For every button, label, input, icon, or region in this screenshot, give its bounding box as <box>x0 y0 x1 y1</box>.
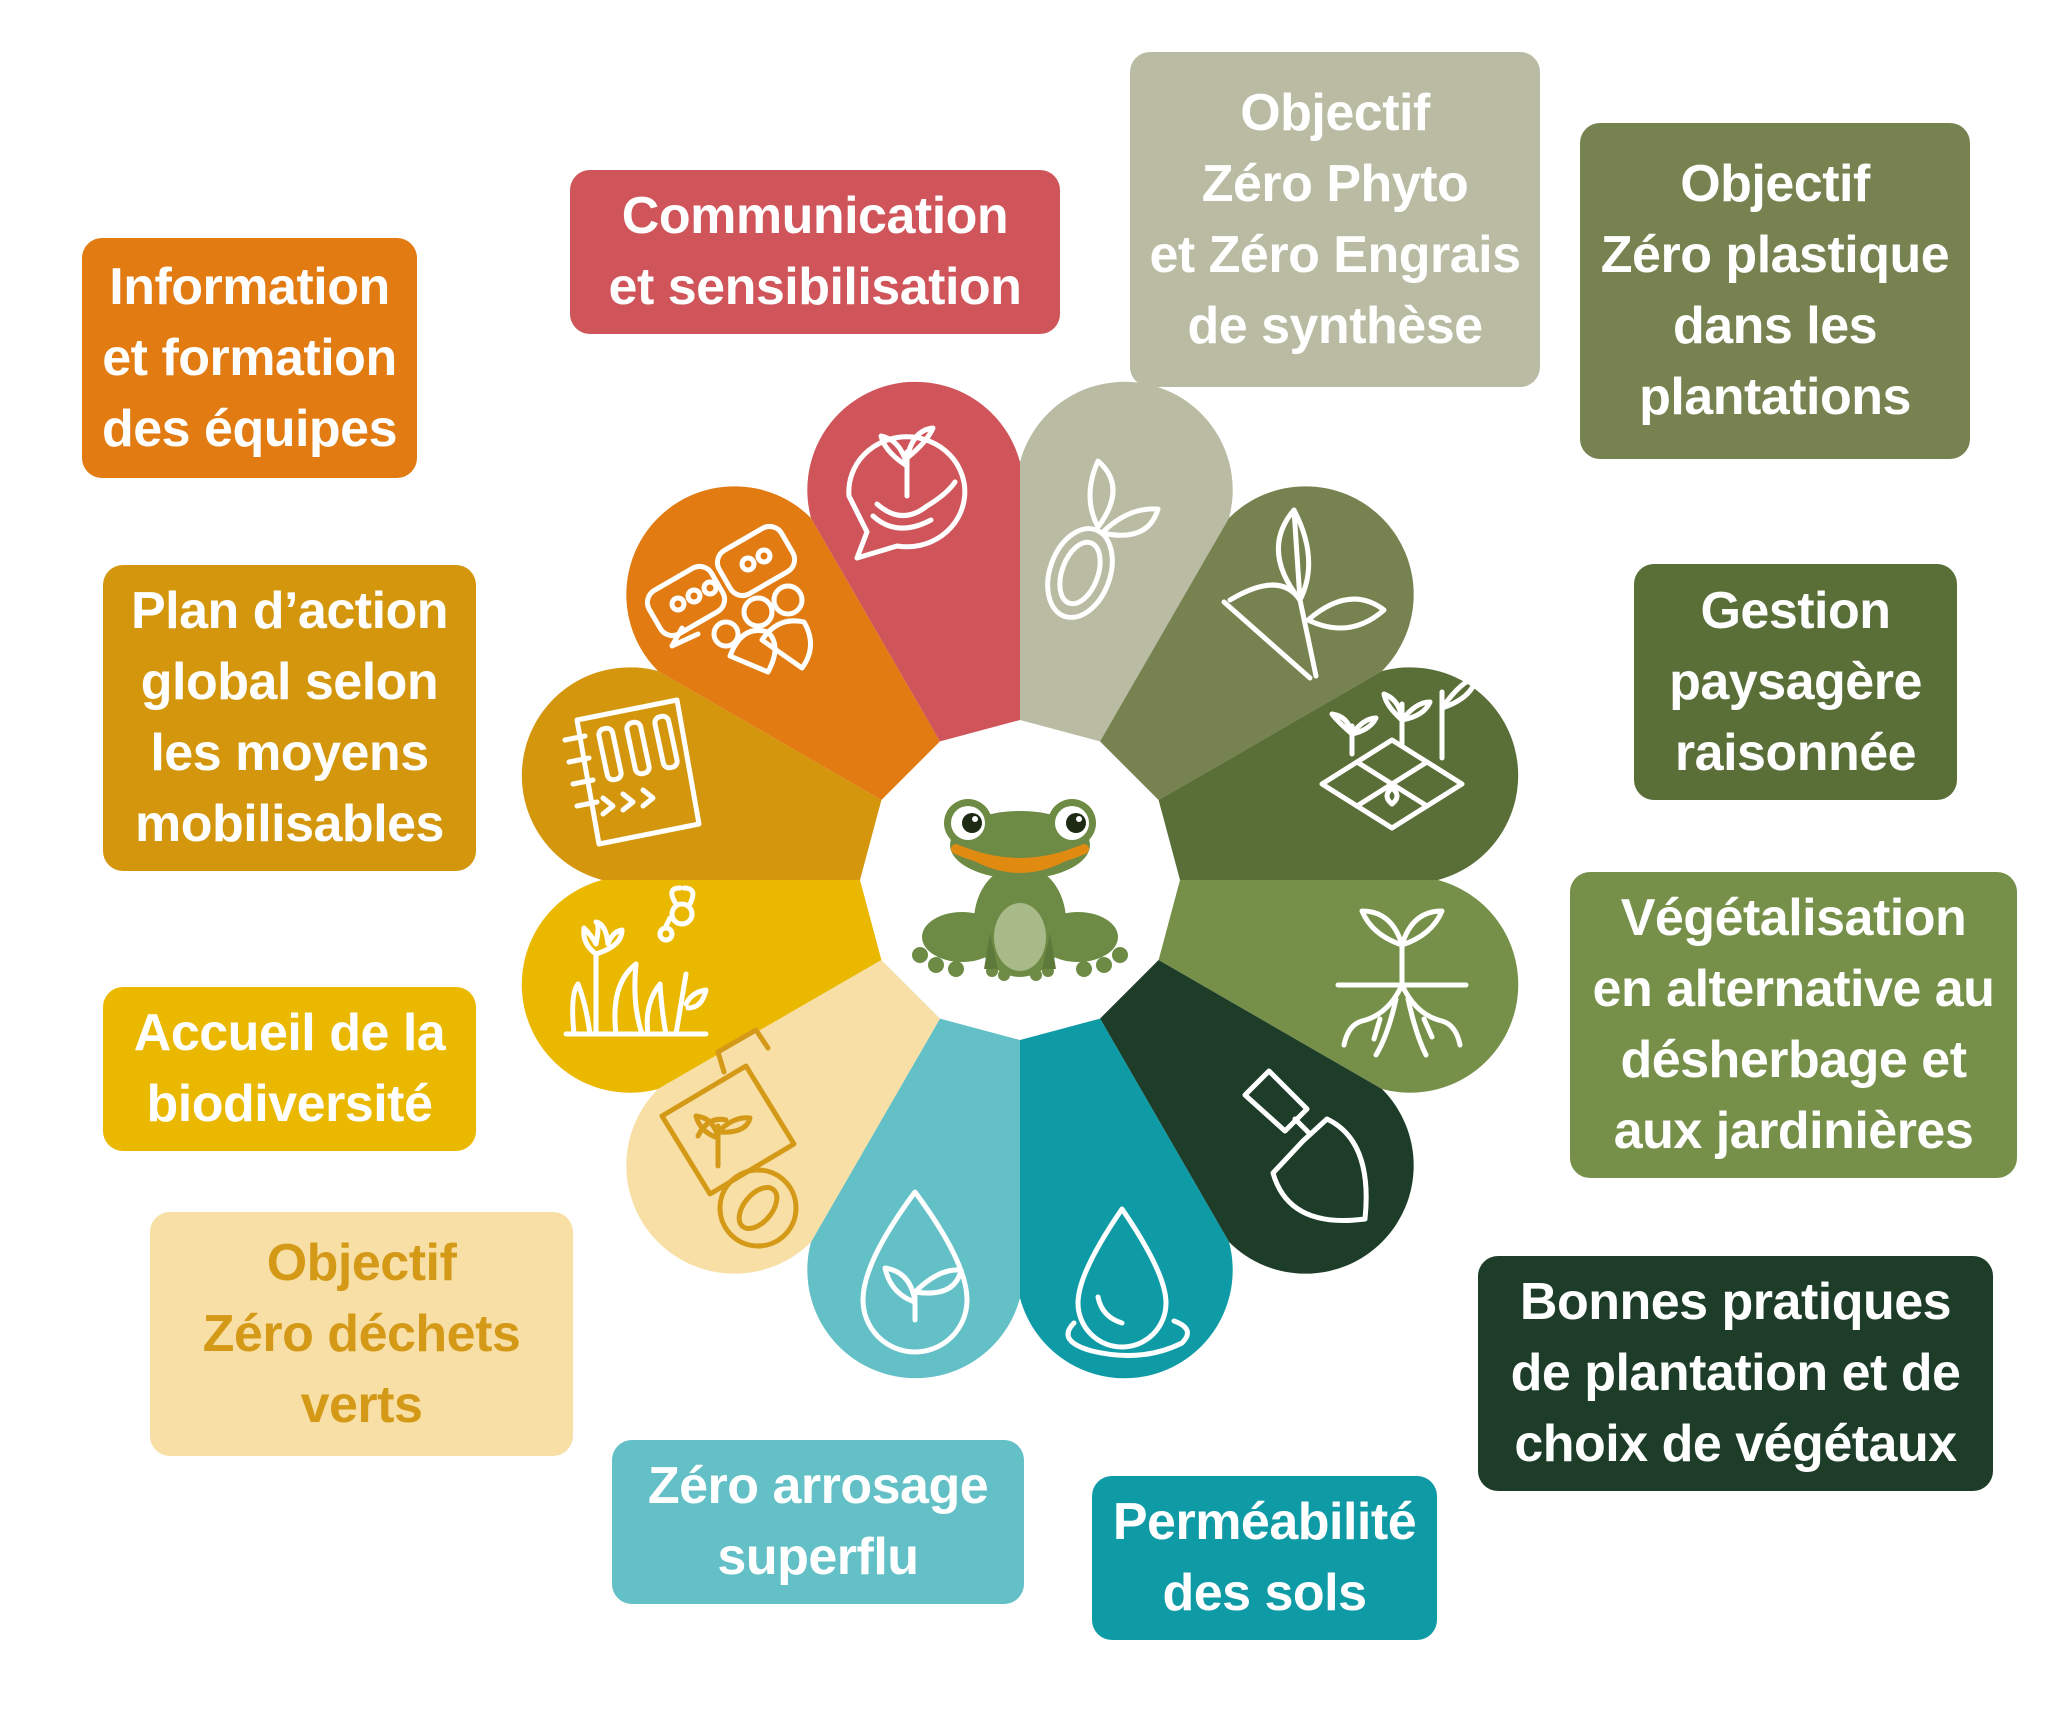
zero-leaf-icon <box>1045 458 1161 620</box>
sprouting-plant-icon <box>1221 507 1387 681</box>
label-bonnes-pratiques: Bonnes pratiques de plantation et de cho… <box>1478 1256 1993 1491</box>
label-zero-plastique: Objectif Zéro plastique dans les plantat… <box>1580 123 1970 459</box>
water-drop-soil-icon <box>1065 1206 1190 1358</box>
label-information-formation: Information et formation des équipes <box>82 238 417 478</box>
notebook-plan-icon <box>562 697 702 847</box>
label-gestion-paysagere: Gestion paysagère raisonnée <box>1634 564 1957 800</box>
team-chat-icon <box>644 523 813 675</box>
label-zero-phyto: Objectif Zéro Phyto et Zéro Engrais de s… <box>1130 52 1540 387</box>
water-drop-leaf-icon <box>860 1189 970 1355</box>
compost-bin-icon <box>659 1027 799 1249</box>
frog-icon <box>912 799 1128 981</box>
label-communication: Communication et sensibilisation <box>570 170 1060 334</box>
label-permeabilite: Perméabilité des sols <box>1092 1476 1437 1640</box>
trowel-icon <box>1242 1068 1369 1223</box>
seedling-roots-icon <box>1335 908 1469 1058</box>
label-accueil-biodiversite: Accueil de la biodiversité <box>103 987 476 1151</box>
label-plan-action: Plan d’action global selon les moyens mo… <box>103 565 476 871</box>
hand-seedling-speech-icon <box>846 425 968 561</box>
label-zero-dechets: Objectif Zéro déchets verts <box>150 1212 573 1456</box>
label-zero-arrosage: Zéro arrosage superflu <box>612 1440 1024 1604</box>
garden-plot-icon <box>1319 675 1479 831</box>
flowers-grass-bee-icon <box>563 885 709 1037</box>
label-vegetalisation: Végétalisation en alternative au désherb… <box>1570 872 2017 1178</box>
